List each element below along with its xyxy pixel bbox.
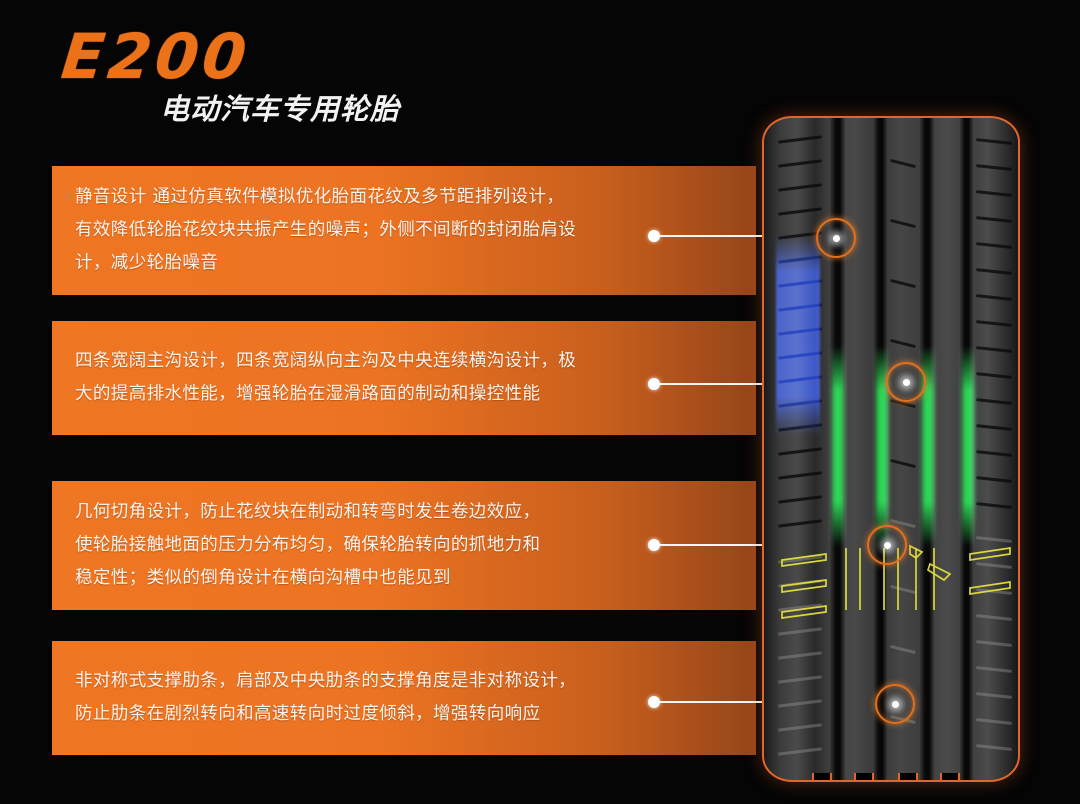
feature-panel-geometric-chamfer: 几何切角设计，防止花纹块在制动和转弯时发生卷边效应， 使轮胎接触地面的压力分布均… <box>52 481 756 610</box>
feature-panel-quiet-design: 静音设计 通过仿真软件模拟优化胎面花纹及多节距排列设计， 有效降低轮胎花纹块共振… <box>52 166 756 295</box>
product-title: E200 <box>58 20 254 93</box>
highlight-shoulder-blue <box>776 236 820 436</box>
tire-product-image <box>762 116 1020 782</box>
tire-body <box>762 116 1020 782</box>
target-ring-quiet-design <box>816 218 856 258</box>
highlight-groove-green-1 <box>832 346 844 546</box>
highlight-chamfer-yellow <box>781 544 1011 619</box>
feature-text: 四条宽阔主沟设计，四条宽阔纵向主沟及中央连续横沟设计，极 大的提高排水性能，增强… <box>75 351 577 404</box>
product-subtitle: 电动汽车专用轮胎 <box>160 92 401 126</box>
feature-panel-asymmetric-rib: 非对称式支撑肋条，肩部及中央肋条的支撑角度是非对称设计， 防止肋条在剧烈转向和高… <box>52 641 756 755</box>
feature-text: 几何切角设计，防止花纹块在制动和转弯时发生卷边效应， 使轮胎接触地面的压力分布均… <box>75 502 541 588</box>
highlight-groove-green-4 <box>962 346 974 546</box>
tire-bottom-notch <box>898 773 918 780</box>
tire-bottom-notch <box>854 773 874 780</box>
tire-bottom-notch <box>812 773 832 780</box>
target-ring-geometric-chamfer <box>867 525 907 565</box>
highlight-groove-green-3 <box>922 346 934 546</box>
poster-header: E200 电动汽车专用轮胎 <box>0 0 620 140</box>
target-ring-asymmetric-rib <box>875 684 915 724</box>
feature-text: 非对称式支撑肋条，肩部及中央肋条的支撑角度是非对称设计， 防止肋条在剧烈转向和高… <box>75 671 577 724</box>
feature-panel-four-main-grooves: 四条宽阔主沟设计，四条宽阔纵向主沟及中央连续横沟设计，极 大的提高排水性能，增强… <box>52 321 756 435</box>
highlight-groove-green-2 <box>876 346 888 546</box>
target-ring-four-main-grooves <box>886 362 926 402</box>
tire-bottom-notch <box>940 773 960 780</box>
feature-text: 静音设计 通过仿真软件模拟优化胎面花纹及多节距排列设计， 有效降低轮胎花纹块共振… <box>75 187 577 273</box>
